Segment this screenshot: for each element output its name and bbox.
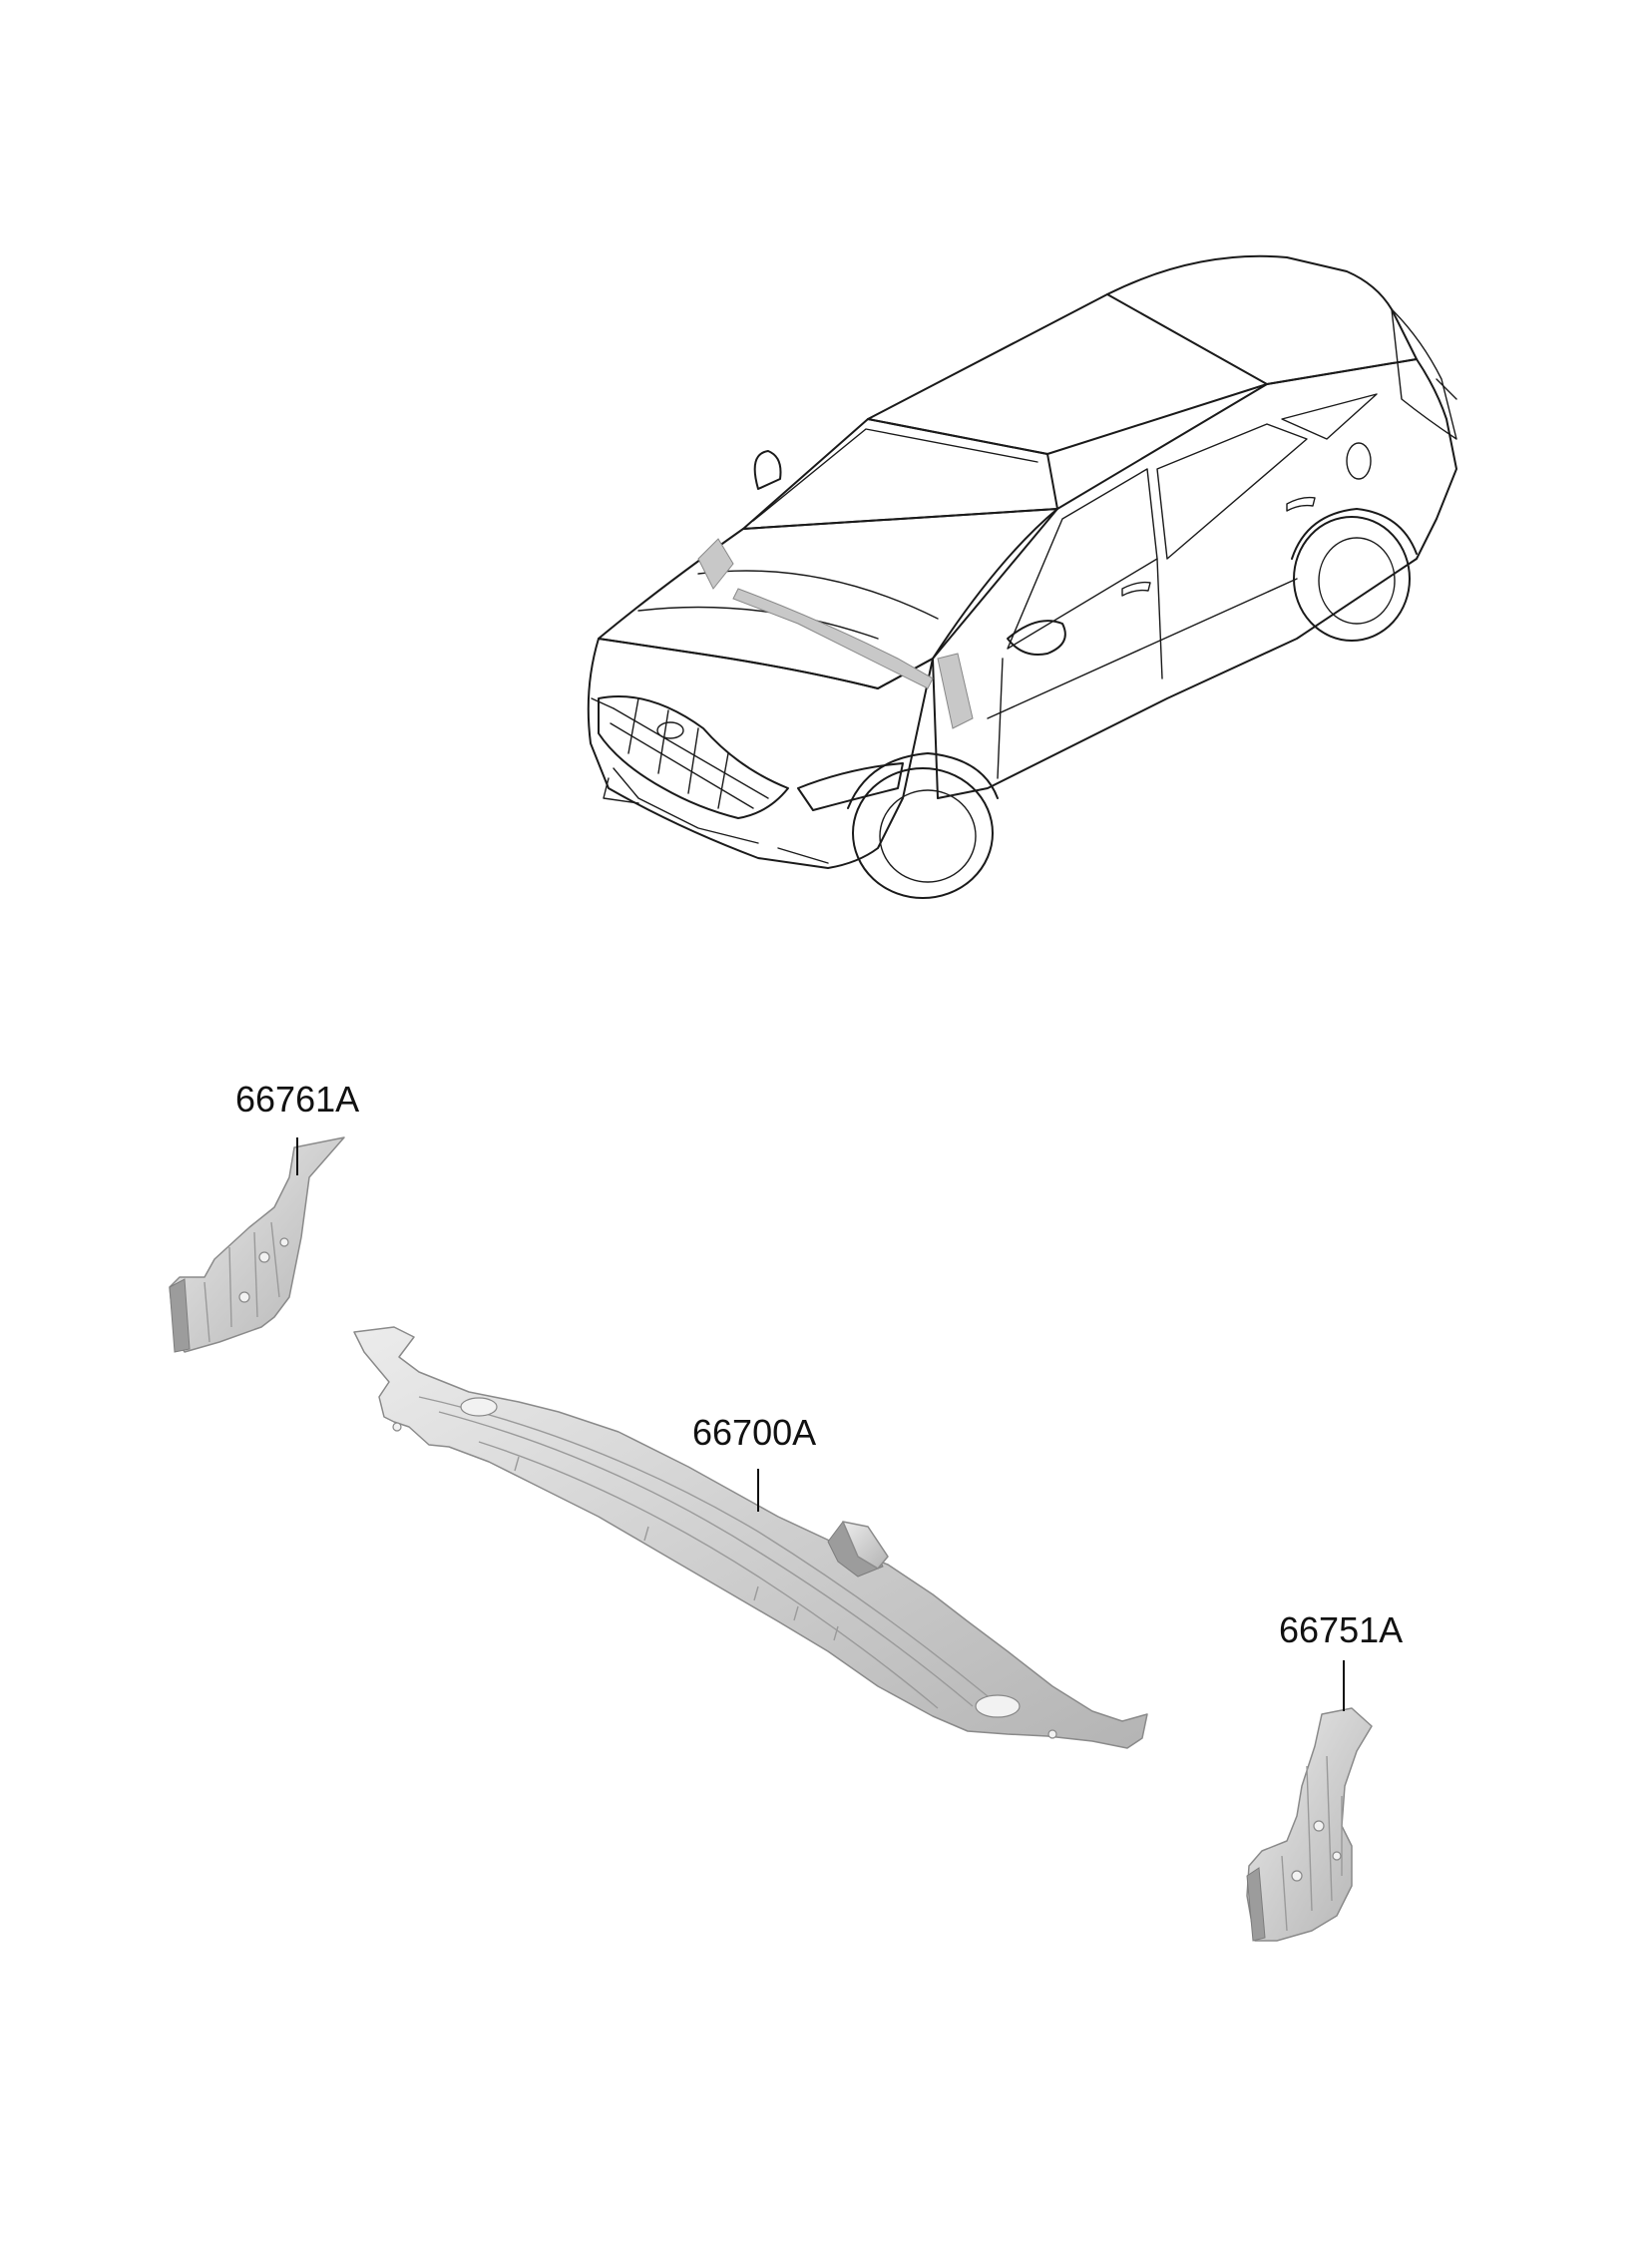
part-label-66761A[interactable]: 66761A <box>235 1079 359 1120</box>
part-66761A[interactable]: 66761A <box>169 1079 359 1353</box>
part-66751A[interactable]: 66751A <box>1246 1609 1403 1942</box>
part-label-66700A[interactable]: 66700A <box>692 1412 816 1453</box>
part-66700A[interactable]: 66700A <box>353 1326 1148 1749</box>
vehicle-illustration <box>587 254 1457 899</box>
brand-emblem-icon <box>656 721 684 739</box>
part-label-66751A[interactable]: 66751A <box>1279 1609 1403 1650</box>
